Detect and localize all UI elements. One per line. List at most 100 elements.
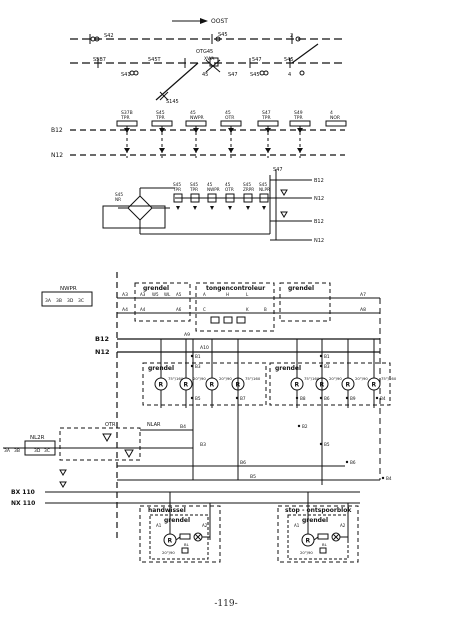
signal-icon: [133, 70, 139, 76]
track-crossover: [291, 43, 319, 64]
wire-label: A10: [200, 345, 209, 351]
relay-angle-label: 75°/160: [304, 376, 320, 381]
cable-top-box: [289, 120, 311, 127]
relay-angle-label: 20°/90: [329, 376, 342, 381]
relay-top-sublabel: NR: [115, 197, 121, 202]
wire-label: B5: [324, 442, 330, 447]
handwissel-label: handwissel: [148, 507, 186, 514]
grendel-box-right: [279, 282, 331, 322]
wire-label: A8: [360, 307, 366, 313]
cable-diagram: S37BTPRS45TPR45NWPR45OTRS47TPRS49TPR4NOR…: [51, 110, 347, 159]
nl2r-term: 3A: [4, 448, 11, 454]
grendel-box-left: [134, 282, 191, 322]
grendel-label: grendel: [288, 285, 314, 292]
wire-label: B1: [324, 354, 330, 359]
track-label: 545: [284, 57, 294, 63]
cable-top-sublabel: OTR: [225, 115, 234, 121]
contact-triangle-icon: [124, 449, 134, 459]
track-label: S41: [121, 72, 131, 78]
relay-contact-box: [225, 193, 235, 203]
wire-label: B9: [350, 396, 356, 401]
signal-icon: [215, 36, 221, 42]
stop-label: stop - ontspoorblok: [285, 507, 352, 514]
wire-label: A3: [122, 292, 128, 298]
box-terminal-label: C: [203, 307, 206, 312]
relay-angle-label: 75°/160: [381, 376, 397, 381]
lamp-cross-icon: [332, 533, 340, 541]
wire-label: B3: [200, 442, 206, 448]
relay-angle-label: 20°/90: [193, 376, 206, 381]
relay-top-label: S45: [243, 182, 251, 187]
nwpr-label: NWPR: [60, 286, 77, 292]
relay-angle-label: 20°/90: [219, 376, 232, 381]
grendel-relay-group-left: [142, 362, 267, 406]
wire-label: B6: [240, 460, 246, 466]
wire-label: B5: [250, 474, 256, 480]
nwpr-term: 3B: [56, 298, 62, 304]
cable-top-box: [220, 120, 242, 127]
track-label: 4: [288, 72, 291, 78]
wire-label: B7: [240, 396, 246, 401]
bridge-rectifier-icon: [127, 195, 153, 221]
relay-top-sublabel: ZRPR: [243, 187, 254, 192]
relay-angle-label: 75°/160: [168, 376, 184, 381]
wire-label: B6: [350, 460, 356, 465]
contact-arrow-icon: [124, 128, 130, 133]
track-label: 45: [202, 72, 208, 78]
relay-letter: R: [184, 382, 189, 389]
relay-top-label: S45: [190, 182, 198, 187]
cable-top-box: [151, 120, 173, 127]
wire-label: A2: [202, 523, 208, 528]
junction-dot-icon: [295, 396, 299, 400]
coil-icon: [210, 316, 220, 324]
wire-label: A2: [340, 523, 346, 528]
relay-label-s47: S47: [273, 167, 283, 173]
contact-arrow-icon: [262, 206, 266, 210]
cable-top-sublabel: TPR: [293, 115, 303, 121]
nr-relay-box: [102, 205, 166, 229]
nwpr-term: 3C: [78, 298, 84, 304]
track-label: S5B7: [93, 57, 106, 63]
relay-top-label: S45: [259, 182, 267, 187]
wire-label: B2: [302, 424, 308, 429]
cable-top-label: 4: [330, 110, 333, 116]
contact-box-icon: [181, 547, 189, 554]
branch-cross-icon: [159, 91, 169, 101]
box-terminal-label: A3: [140, 292, 146, 297]
junction-dot-icon: [345, 460, 349, 464]
track-plan: OOST: [70, 18, 342, 105]
wire-label: B8: [300, 396, 306, 401]
wire-label: B3: [195, 364, 201, 369]
direction-label: OOST: [211, 18, 228, 25]
relay-letter: R: [159, 382, 164, 389]
relay-letter: R: [295, 382, 300, 389]
relay-angle-label: 20°/90: [300, 550, 313, 555]
contact-triangle-icon: [59, 481, 67, 488]
wire-label: B4: [380, 396, 386, 401]
page-number: -119-: [214, 599, 237, 609]
track-label: XWA: [204, 56, 215, 62]
contact-arrow-icon: [210, 206, 214, 210]
box-terminal-label: B: [264, 307, 267, 312]
relay-angle-label: 20°/90: [355, 376, 368, 381]
cable-top-sublabel: NOR: [330, 115, 340, 121]
relay-right-label: B12: [314, 178, 324, 184]
wire-label: B5: [195, 396, 201, 401]
resistor-icon: [179, 533, 191, 540]
coil-icon: [236, 316, 246, 324]
wire-label: A7: [360, 292, 366, 298]
track-label: S47: [228, 72, 238, 78]
relay-top-label: 45: [207, 182, 213, 187]
junction-dot-icon: [381, 476, 385, 480]
small-label: BL: [184, 542, 190, 547]
contact-arrow-icon: [246, 206, 250, 210]
track-label: S45: [218, 32, 228, 38]
relay-circles: R75°/160R20°/90R20°/90R75°/160R75°/160R2…: [154, 339, 397, 481]
relay-angle-label: 20°/90: [162, 550, 175, 555]
relay-top-labels: S45NRS45TPRS45TPR45NWPR45OTRS45ZRPRS45NL…: [115, 182, 270, 202]
relay-contact-box: [173, 193, 183, 203]
relay-right-label: N12: [314, 238, 324, 244]
